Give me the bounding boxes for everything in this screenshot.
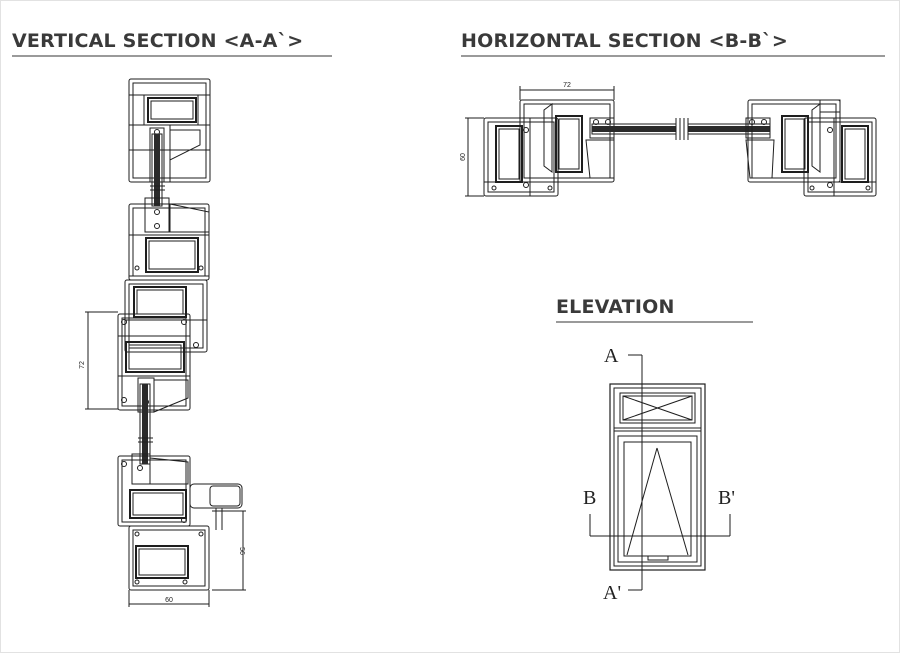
horizontal-section-title: HORIZONTAL SECTION <B-B`> — [461, 30, 788, 52]
elevation-section-line-b — [589, 514, 731, 537]
vertical-section-drawing — [85, 78, 246, 607]
horz-glass-right — [683, 118, 771, 140]
elevation-section-line-a — [628, 354, 643, 591]
vert-bottom-frame-profile — [117, 453, 243, 591]
vert-dim-60-label: 60 — [165, 597, 173, 604]
vert-glass-unit-lower — [138, 383, 153, 465]
vert-dim-56-label: 56 — [238, 547, 245, 555]
horz-right-frame-profile — [803, 117, 877, 197]
elevation-opening-sash — [617, 435, 698, 563]
horz-glass-left — [591, 118, 681, 140]
elevation-underline — [556, 321, 753, 323]
elevation-label-b-prime: B' — [718, 487, 735, 509]
elevation-fixed-transom-light — [614, 392, 701, 432]
vert-dimension-56 — [212, 510, 246, 591]
elevation-label-b: B — [583, 487, 596, 509]
elevation-label-a: A — [604, 345, 619, 367]
vertical-section-title: VERTICAL SECTION <A-A`> — [12, 30, 304, 52]
horz-left-sash-profile — [519, 99, 615, 183]
horz-dimension-60 — [465, 117, 484, 197]
vert-lower-sash-profile — [117, 313, 191, 413]
vert-dimension-72 — [85, 311, 118, 410]
elevation-title: ELEVATION — [556, 296, 675, 318]
horz-left-frame-profile — [483, 117, 559, 197]
elevation-outer-frame — [609, 383, 706, 571]
vert-upper-sash-profile — [128, 197, 210, 281]
horz-dimension-72 — [519, 86, 615, 100]
elevation-drawing — [589, 354, 731, 591]
horizontal-section-underline — [461, 55, 885, 57]
vert-top-frame-profile — [128, 78, 211, 183]
vert-dimension-60 — [128, 590, 210, 607]
vertical-section-underline — [12, 55, 332, 57]
elevation-label-a-prime: A' — [603, 582, 621, 604]
horizontal-section-drawing — [465, 86, 877, 197]
vert-dim-72-label: 72 — [79, 361, 86, 369]
vert-transom-profile — [124, 279, 208, 353]
vert-glass-unit-upper — [150, 133, 165, 207]
horz-dim-60-label: 60 — [460, 153, 467, 161]
horz-right-sash-profile — [745, 99, 841, 183]
horz-dim-72-label: 72 — [563, 82, 571, 89]
